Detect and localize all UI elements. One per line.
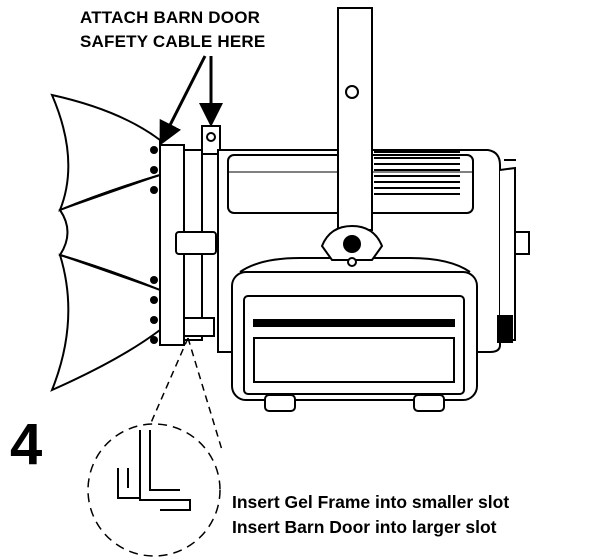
cooling-fins xyxy=(374,151,460,195)
rear-hardware xyxy=(497,159,530,343)
instruction-barn-door: Insert Barn Door into larger slot xyxy=(232,517,497,537)
callout-line-2: SAFETY CABLE HERE xyxy=(80,32,266,51)
hinge-dots xyxy=(150,146,158,344)
safety-cable-callout: ATTACH BARN DOOR SAFETY CABLE HERE xyxy=(80,6,265,54)
barn-door-bottom-leaf xyxy=(50,253,161,392)
arrow-down-icon xyxy=(159,55,207,146)
barn-door xyxy=(50,93,161,392)
callout-arrows xyxy=(159,55,223,146)
zoom-detail-circle xyxy=(87,423,221,557)
callout-line-1: ATTACH BARN DOOR xyxy=(80,8,261,27)
step-number: 4 xyxy=(10,412,43,477)
front-frame xyxy=(159,125,221,346)
instruction-gel-frame: Insert Gel Frame into smaller slot xyxy=(232,492,510,512)
yoke xyxy=(320,7,384,267)
zoom-detail xyxy=(87,337,223,557)
instructions: Insert Gel Frame into smaller slot Inser… xyxy=(232,490,509,540)
